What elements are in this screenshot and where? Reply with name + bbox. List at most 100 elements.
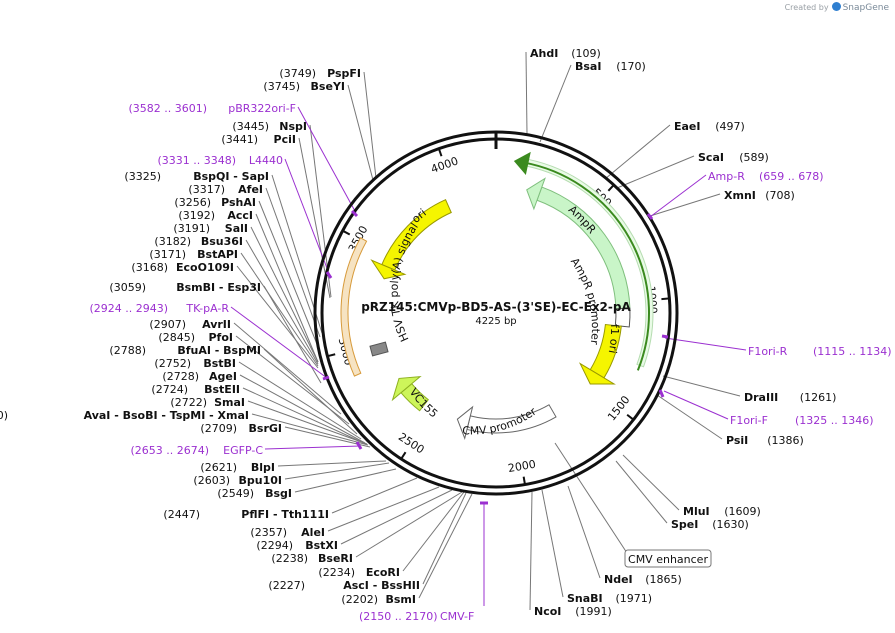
enzyme-leader bbox=[525, 51, 528, 135]
enzyme-leader bbox=[604, 124, 671, 180]
tick-mark bbox=[400, 451, 407, 459]
plasmid-name: pRZ145:CMVp-BD5-AS-(3'SE)-EC-Ex2-pA bbox=[361, 300, 631, 314]
enzyme-site: AleI(2357) bbox=[250, 526, 325, 539]
feature-ampr-arrow bbox=[526, 177, 546, 211]
enzyme-position: (497) bbox=[715, 120, 745, 133]
primer-site: F1ori-F(1325 .. 1346) bbox=[658, 389, 874, 427]
primer-mark bbox=[325, 271, 333, 279]
primer-mark bbox=[646, 213, 654, 220]
enzyme-name: SmaI bbox=[214, 396, 245, 409]
enzyme-leader bbox=[298, 137, 331, 299]
enzyme-site: BstBI (2752) bbox=[154, 357, 236, 370]
enzyme-name: BseYI bbox=[311, 80, 345, 93]
primer-leader bbox=[230, 306, 328, 379]
enzyme-name: PshAI bbox=[221, 196, 256, 209]
enzyme-position: (1865) bbox=[645, 573, 682, 586]
enzyme-name: BsmI bbox=[386, 593, 417, 606]
backbone-outer bbox=[313, 130, 679, 496]
enzyme-position: (3256) bbox=[174, 196, 211, 209]
primer-range: (1115 .. 1134) bbox=[813, 345, 892, 358]
enzyme-leader bbox=[255, 213, 319, 363]
enzyme-position: (1386) bbox=[767, 434, 804, 447]
enzyme-leader bbox=[649, 193, 721, 217]
primer-site: Amp-R(659 .. 678) bbox=[646, 170, 824, 220]
tick-label: 1500 bbox=[605, 393, 632, 423]
enzyme-leader bbox=[235, 335, 350, 425]
enzyme-position: (3192) bbox=[178, 209, 215, 222]
enzyme-name: AvrII bbox=[202, 318, 231, 331]
primer-mark bbox=[658, 389, 665, 398]
tick-mark bbox=[626, 413, 634, 420]
enzyme-name: BsaI bbox=[575, 60, 601, 73]
enzyme-position: (3325) bbox=[124, 170, 161, 183]
primer-name: Amp-R bbox=[708, 170, 745, 183]
tick-label: 4000 bbox=[429, 154, 460, 175]
enzyme-position: (2227) bbox=[268, 579, 305, 592]
enzyme-leader bbox=[250, 226, 319, 363]
enzyme-position: (2238) bbox=[271, 552, 308, 565]
enzyme-site: AfeI(3317) bbox=[188, 183, 263, 196]
enzyme-site: NcoI(1991) bbox=[534, 605, 612, 618]
primer-range: (3331 .. 3348) bbox=[157, 154, 236, 167]
primer-site: TK-pA-R(2924 .. 2943) bbox=[89, 302, 330, 381]
tick-mark bbox=[328, 353, 336, 357]
enzyme-site: AccI(3192) bbox=[178, 209, 253, 222]
enzyme-name: BseRI bbox=[318, 552, 353, 565]
enzyme-leader bbox=[240, 252, 319, 367]
enzyme-position: (2234) bbox=[318, 566, 355, 579]
enzyme-site: NspI(3445) bbox=[232, 120, 307, 133]
enzyme-site: AvrII (2907) bbox=[149, 318, 231, 331]
enzyme-site: EaeI(497) bbox=[674, 120, 745, 133]
enzyme-leader bbox=[236, 265, 319, 369]
callout-leader bbox=[554, 442, 628, 554]
enzyme-name: SalI bbox=[225, 222, 248, 235]
primer-name: CMV-F bbox=[440, 610, 474, 623]
enzyme-position: (2202) bbox=[341, 593, 378, 606]
enzyme-name: EcoRI bbox=[366, 566, 400, 579]
tick-mark bbox=[343, 230, 351, 236]
primer-site: EGFP-C(2653 .. 2674) bbox=[130, 441, 363, 457]
enzyme-leader bbox=[238, 361, 362, 440]
primer-mark bbox=[350, 209, 359, 218]
enzyme-leader bbox=[622, 454, 680, 511]
enzyme-position: (3168) bbox=[131, 261, 168, 274]
enzyme-leader bbox=[615, 460, 668, 524]
enzyme-site: BspQI - SapI(3325) bbox=[124, 170, 269, 183]
enzyme-site: BsmI (2202) bbox=[341, 593, 416, 606]
primer-leader bbox=[297, 106, 357, 214]
primer-range: (2150 .. 2170) bbox=[359, 610, 438, 623]
enzyme-position: (2907) bbox=[149, 318, 186, 331]
enzyme-leader bbox=[402, 491, 465, 572]
tick-mark bbox=[661, 297, 669, 301]
enzyme-leader bbox=[284, 426, 371, 448]
feature-cmv-promoter-arrow bbox=[456, 405, 474, 441]
enzyme-site: SalI(3191) bbox=[173, 222, 248, 235]
ampr-outer-band bbox=[526, 158, 654, 368]
feature-hsv-tk-polya bbox=[340, 237, 368, 377]
primer-name: F1ori-R bbox=[748, 345, 788, 358]
enzyme-position: (2447) bbox=[163, 508, 200, 521]
enzyme-position: (2603) bbox=[193, 474, 230, 487]
enzyme-position: (2709) bbox=[200, 422, 237, 435]
feature-label-f1-ori: f1 ori bbox=[606, 324, 621, 355]
enzyme-name: BsrGI bbox=[249, 422, 282, 435]
enzyme-position: (2752) bbox=[154, 357, 191, 370]
enzyme-name: BstXI bbox=[305, 539, 338, 552]
enzyme-site: BseYI(3745) bbox=[263, 80, 345, 93]
enzyme-position: (3059) bbox=[109, 281, 146, 294]
enzyme-name: AfeI bbox=[238, 183, 263, 196]
enzyme-name: Bsu36I bbox=[201, 235, 243, 248]
enzyme-name: AhdI bbox=[530, 47, 558, 60]
enzyme-position: (589) bbox=[739, 151, 769, 164]
enzyme-site: PfoI(2845) bbox=[158, 331, 233, 344]
enzyme-site: PsiI(1386) bbox=[726, 434, 804, 447]
enzyme-site: EcoO109I(3168) bbox=[131, 261, 234, 274]
primer-site: F1ori-R (1115 .. 1134) bbox=[661, 334, 892, 358]
enzyme-site: SpeI(1630) bbox=[671, 518, 749, 531]
enzyme-leader bbox=[258, 200, 320, 350]
enzyme-leader bbox=[263, 348, 358, 435]
enzyme-site: SnaBI(1971) bbox=[567, 592, 652, 605]
primer-mark bbox=[661, 334, 669, 339]
enzyme-name: BstBI bbox=[203, 357, 236, 370]
